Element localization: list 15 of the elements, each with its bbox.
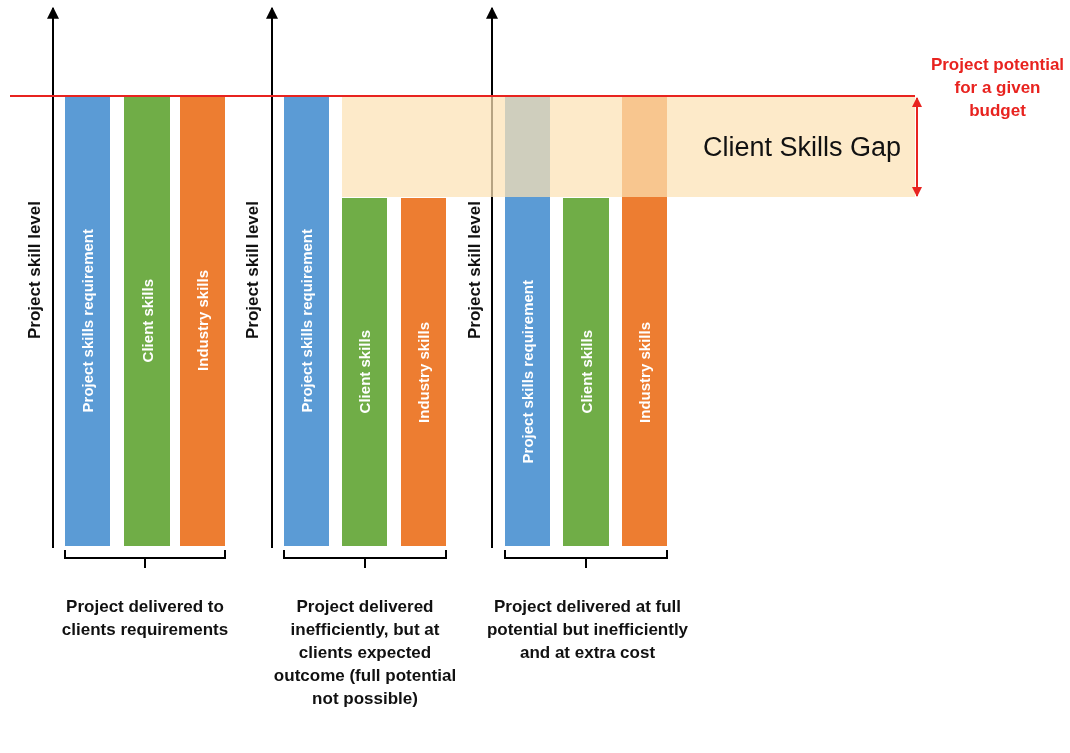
potential-label: Project potential for a given budget (929, 54, 1066, 122)
skill-bar: Project skills requirement (284, 95, 329, 546)
axis-label: Project skill level (25, 201, 45, 339)
caption: Project delivered to clients requirements (60, 596, 230, 641)
axis-label: Project skill level (465, 201, 485, 339)
gap-band: Client Skills Gap (342, 97, 915, 197)
skill-bar: Industry skills (180, 95, 225, 546)
caption: Project delivered at full potential but inefficiently and at extra cost (485, 596, 690, 664)
skill-bar: Industry skills (401, 198, 446, 546)
skill-bar: Project skills requirement (65, 95, 110, 546)
skill-bar: Client skills (563, 198, 609, 546)
skill-bar: Client skills (124, 95, 170, 546)
axis-label: Project skill level (243, 201, 263, 339)
skill-bar: Client skills (342, 198, 387, 546)
caption: Project delivered inefficiently, but at clients expected outcome (full potential not possible) (272, 596, 458, 710)
